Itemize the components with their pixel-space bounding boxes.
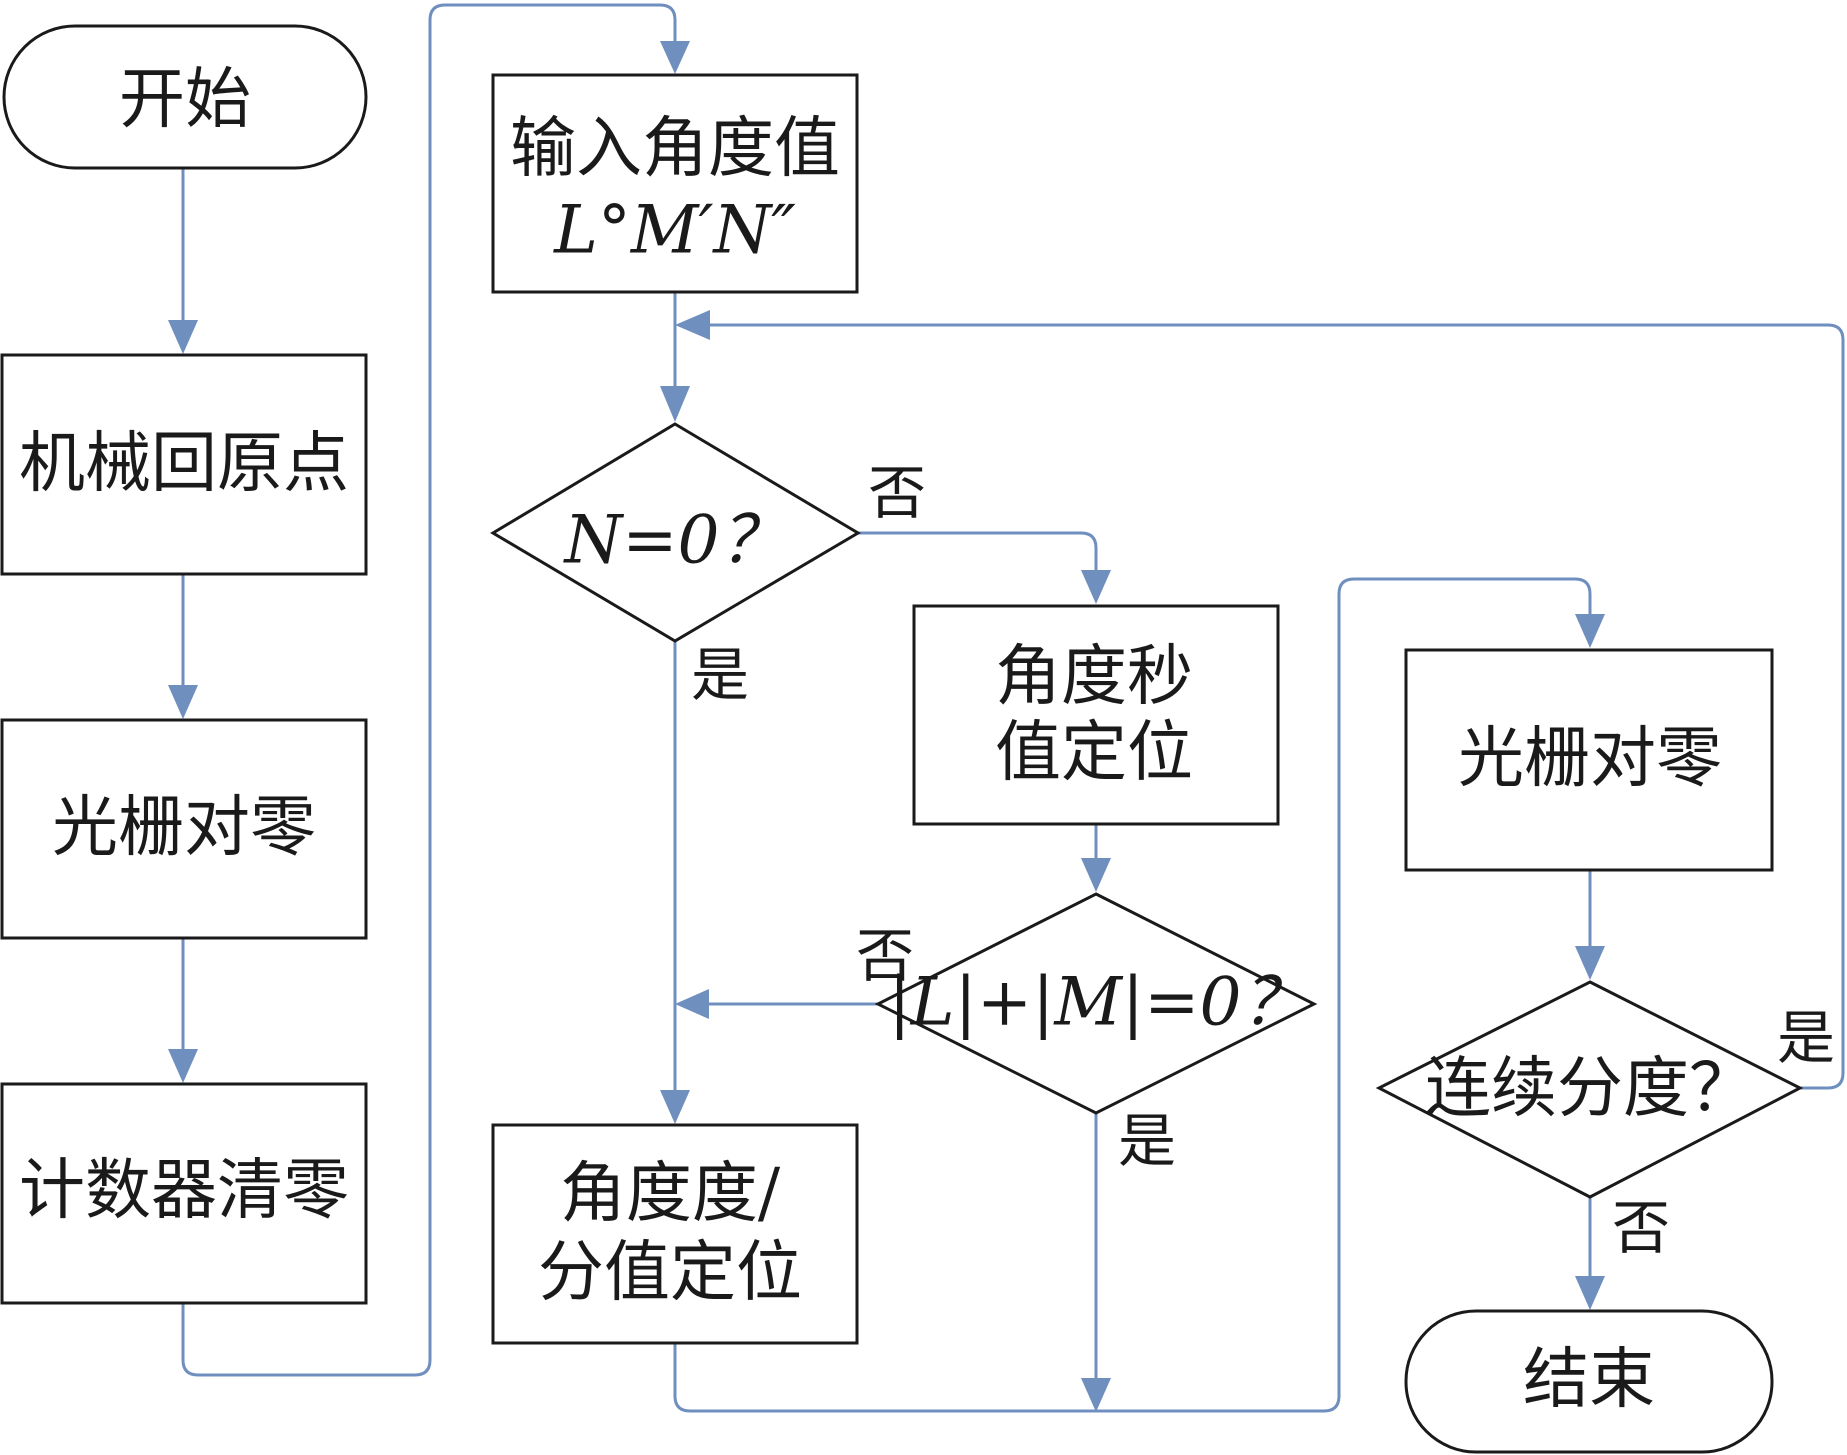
arrowhead: [1081, 858, 1111, 892]
arrowhead: [1081, 1378, 1111, 1412]
edge-labels: 否 是 否 是 是 否: [691, 459, 1835, 1262]
decision-shape: [490, 422, 861, 643]
arrowhead: [660, 41, 690, 74]
process-shape: [491, 1123, 859, 1345]
edge-ncheck-no: [856, 531, 1098, 576]
arrowhead: [168, 320, 198, 354]
connectors: [168, 3, 1845, 1413]
node-homing: 机械回原点: [0, 353, 368, 576]
node-homing-label: 机械回原点: [19, 425, 349, 502]
node-degree-minute-position-line2: 分值定位: [538, 1234, 802, 1311]
label-lm-check-no: 否: [856, 922, 914, 990]
arrowhead: [168, 685, 198, 719]
node-end: 结束: [1404, 1309, 1774, 1454]
arrowhead: [168, 1049, 198, 1083]
node-counter-clear: 计数器清零: [0, 1082, 368, 1305]
node-continuous-check: 连续分度？: [1375, 980, 1804, 1199]
node-continuous-check-label: 连续分度？: [1425, 1050, 1755, 1127]
arrowhead: [675, 310, 710, 340]
node-degree-minute-position: 角度度/ 分值定位: [491, 1123, 859, 1345]
label-continuous-no: 否: [1612, 1194, 1670, 1262]
process-shape: [0, 353, 368, 576]
node-counter-clear-label: 计数器清零: [19, 1152, 349, 1229]
label-lm-check-yes: 是: [1118, 1107, 1176, 1175]
arrowhead: [1575, 614, 1605, 648]
node-seconds-position: 角度秒 值定位: [912, 604, 1280, 826]
label-n-check-no: 否: [868, 459, 926, 527]
arrowhead: [1575, 946, 1605, 980]
label-n-check-yes: 是: [691, 641, 749, 709]
decision-shape: [1375, 980, 1804, 1199]
node-n-zero-check-label: N=0？: [562, 502, 785, 579]
node-input-angle-value: L°M′N″: [553, 192, 796, 269]
node-lm-zero-check-label: |L|+|M|=0？: [889, 964, 1308, 1041]
node-input-angle-label: 输入角度值: [510, 110, 840, 187]
node-start: 开始: [2, 24, 368, 170]
node-grating-zero-1-label: 光栅对零: [52, 789, 316, 866]
node-lm-zero-check: |L|+|M|=0？: [874, 892, 1318, 1115]
label-continuous-yes: 是: [1777, 1004, 1835, 1072]
edge-continuous-yes: [706, 323, 1845, 1090]
node-degree-minute-position-line1: 角度度/: [560, 1155, 781, 1232]
terminal-shape: [1404, 1309, 1774, 1454]
node-input-angle: 输入角度值 L°M′N″: [491, 73, 859, 294]
node-seconds-position-line2: 值定位: [995, 714, 1193, 791]
process-shape: [491, 73, 859, 294]
node-end-label: 结束: [1523, 1341, 1655, 1418]
node-grating-zero-2-label: 光栅对零: [1458, 720, 1722, 797]
process-shape: [912, 604, 1280, 826]
arrowhead: [660, 386, 690, 422]
edge-counter-to-input: [181, 3, 677, 1377]
node-grating-zero-2: 光栅对零: [1404, 648, 1774, 872]
process-shape: [0, 1082, 368, 1305]
node-seconds-position-line1: 角度秒: [995, 638, 1193, 715]
arrowhead: [675, 989, 709, 1019]
node-start-label: 开始: [119, 61, 251, 138]
arrowhead: [1081, 570, 1111, 604]
node-n-zero-check: N=0？: [490, 422, 861, 643]
arrowhead: [1575, 1276, 1605, 1310]
node-grating-zero-1: 光栅对零: [0, 718, 368, 940]
process-shape: [1404, 648, 1774, 872]
decision-shape: [874, 892, 1318, 1115]
edge-degmin-to-merge: [673, 577, 1592, 1413]
process-shape: [0, 718, 368, 940]
terminal-shape: [2, 24, 368, 170]
arrowhead: [660, 1090, 690, 1124]
